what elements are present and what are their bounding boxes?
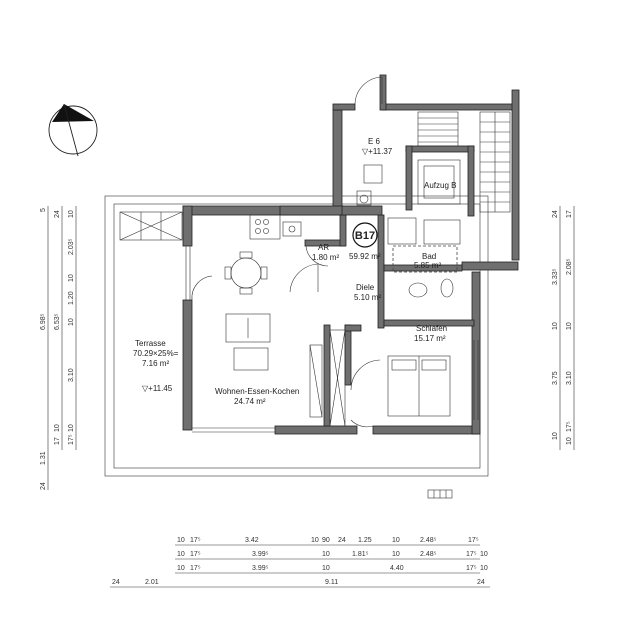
dim-left-middle-3: 17: [54, 437, 61, 445]
dim-left-inner-7: 17⁵: [68, 434, 75, 445]
dim-r3-3: 10: [322, 565, 330, 572]
svg-text:B17: B17: [355, 230, 375, 242]
hall-area: 5.10 m²: [354, 293, 381, 302]
dim-r2-2: 3.99⁵: [252, 551, 269, 558]
bath-name: Bad: [422, 252, 436, 261]
living-name: Wohnen-Essen-Kochen: [215, 387, 299, 396]
terrace-area-line2: 7.16 m²: [142, 359, 169, 368]
bedroom-area: 15.17 m²: [414, 334, 446, 343]
living-area: 24.74 m²: [234, 397, 266, 406]
dim-r1-1: 17⁵: [190, 537, 201, 544]
dim-right-inner-0: 17: [566, 210, 573, 218]
dim-r2-0: 10: [177, 551, 185, 558]
dim-left-outer-1: 6.98⁵: [40, 313, 47, 330]
dim-r2-4: 1.81⁵: [352, 551, 369, 558]
dim-r3-1: 17⁵: [190, 565, 201, 572]
sofa: [225, 313, 271, 371]
dim-r3-4: 4.40: [390, 565, 404, 572]
windows: [185, 246, 479, 433]
dim-r1-0: 10: [177, 537, 185, 544]
dim-r2-8: 10: [480, 551, 488, 558]
dim-r3-2: 3.99⁵: [252, 565, 269, 572]
dim-right-outer-3: 3.75: [552, 371, 559, 385]
dim-left-inner-3: 1.20: [68, 291, 75, 305]
terrace-level: ▽+11.45: [142, 384, 173, 393]
dim-r3-5: 17⁵: [466, 565, 477, 572]
dim-left-inner-6: 10: [68, 424, 75, 432]
elevator-name: Aufzug B: [424, 181, 456, 190]
dim-r4-2: 9.11: [325, 579, 338, 586]
hall-name: Diele: [356, 283, 375, 292]
terrace-area-line1: 70.29×25%=: [133, 349, 179, 358]
doors: [191, 76, 383, 428]
dim-r3-0: 10: [177, 565, 185, 572]
dim-left-inner-4: 10: [68, 318, 75, 326]
dim-left-outer-3: 24: [40, 482, 47, 490]
kitchen-counter: [249, 214, 302, 240]
dim-left-inner-2: 10: [68, 274, 75, 282]
dim-r4-3: 24: [477, 579, 485, 586]
ar-area: 1.80 m²: [312, 253, 339, 262]
dim-right-inner-4: 17⁵: [566, 421, 573, 432]
dim-left-inner-1: 2.03⁵: [68, 238, 75, 255]
dim-right-outer-1: 3.33⁵: [552, 268, 559, 285]
dim-right-inner-2: 10: [566, 322, 573, 330]
wheelchair-icon: [356, 190, 372, 206]
dim-r2-6: 2.48⁵: [420, 551, 437, 558]
dim-r1-7: 10: [392, 537, 400, 544]
stair-level: ▽+11.37: [362, 147, 393, 156]
dim-r1-8: 2.48⁵: [420, 537, 437, 544]
dim-right-outer-4: 10: [552, 432, 559, 440]
dim-r1-4: 90: [322, 537, 330, 544]
grate-marker: [427, 489, 453, 499]
dim-right-inner-5: 10: [566, 437, 573, 445]
unit-badge: B17: [352, 222, 378, 248]
left-dimensions: 5 6.98⁵ 1.31 24 24 6.53⁵ 10 17 10 2.03⁵ …: [40, 206, 77, 490]
dim-r1-6: 1.25: [358, 537, 372, 544]
dim-right-outer-2: 10: [552, 322, 559, 330]
bed: [387, 355, 451, 417]
dining-table: [224, 251, 268, 295]
room-labels: Terrasse 70.29×25%= 7.16 m² ▽+11.45 Wohn…: [133, 137, 456, 406]
walls: [182, 74, 520, 435]
dim-left-inner-5: 3.10: [68, 368, 75, 382]
dim-r1-2: 3.42: [245, 537, 259, 544]
bottom-dimensions: 10 17⁵ 3.42 10 90 24 1.25 10 2.48⁵ 17⁵ 1…: [110, 537, 490, 588]
terrace-name: Terrasse: [135, 339, 166, 348]
dim-r4-1: 2.01: [145, 579, 159, 586]
dim-right-inner-1: 2.08⁵: [566, 258, 573, 275]
stair-name: E 6: [368, 137, 381, 146]
right-dimensions: 24 3.33⁵ 10 3.75 10 17 2.08⁵ 10 3.10 17⁵…: [552, 206, 575, 450]
north-arrow-icon: [48, 103, 98, 157]
dim-left-middle-0: 24: [54, 210, 61, 218]
staircase: [417, 111, 511, 213]
bath-area: 5.85 m²: [414, 261, 441, 270]
dim-r1-5: 24: [338, 537, 346, 544]
dim-left-outer-0: 5: [40, 208, 47, 212]
ar-name: AR: [318, 243, 329, 252]
dim-r4-0: 24: [112, 579, 120, 586]
dim-r1-3: 10: [311, 537, 319, 544]
dim-left-inner-0: 10: [68, 210, 75, 218]
elevator: [363, 159, 461, 205]
dim-r1-9: 17⁵: [468, 537, 479, 544]
dim-left-middle-1: 6.53⁵: [54, 313, 61, 330]
dim-r3-6: 10: [480, 565, 488, 572]
dim-r2-3: 10: [322, 551, 330, 558]
dim-r2-5: 10: [392, 551, 400, 558]
dim-left-outer-2: 1.31: [40, 451, 47, 465]
dim-r2-7: 17⁵: [466, 551, 477, 558]
dim-right-outer-0: 24: [552, 210, 559, 218]
bedroom-name: Schlafen: [416, 324, 447, 333]
dim-r2-1: 17⁵: [190, 551, 201, 558]
bathroom-fixtures: [387, 217, 461, 298]
dim-right-inner-3: 3.10: [566, 371, 573, 385]
wardrobe: [309, 329, 346, 427]
total-area: 59.92 m²: [349, 252, 381, 261]
dim-left-middle-2: 10: [54, 424, 61, 432]
